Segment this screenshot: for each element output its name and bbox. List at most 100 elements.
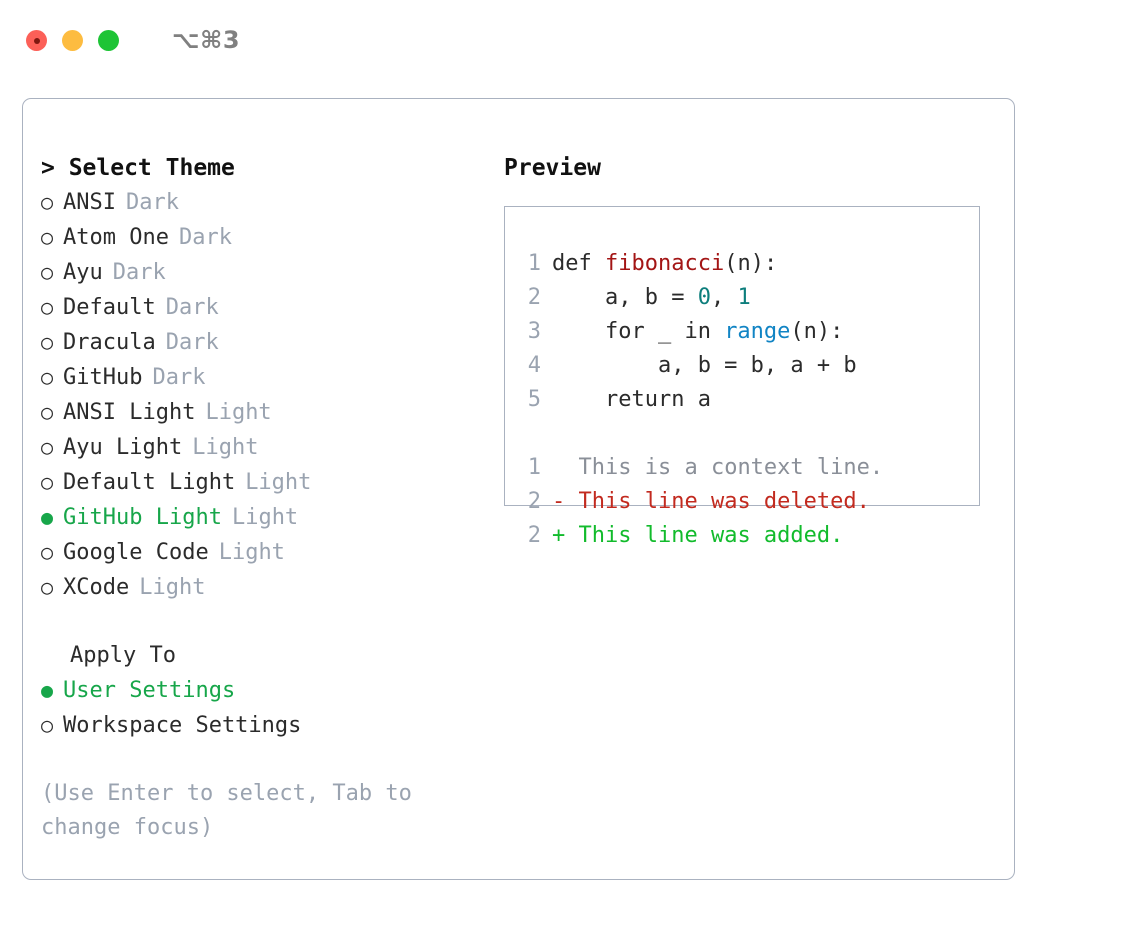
keyboard-hint: (Use Enter to select, Tab to change focu…: [41, 781, 412, 840]
theme-option-label: Atom One: [63, 225, 169, 250]
list-spacer: [41, 605, 481, 639]
minimize-button[interactable]: [62, 30, 83, 51]
zoom-button[interactable]: [98, 30, 119, 51]
theme-option-label: ANSI Light: [63, 400, 196, 425]
code-token-plain: a, b = b, a + b: [552, 353, 857, 378]
code-token-plain: ,: [710, 285, 738, 310]
code-token-plain: a, b =: [552, 285, 698, 310]
diff-line-ctx: 1 This is a context line.: [525, 451, 979, 485]
theme-option-tag: Light: [245, 470, 312, 495]
theme-option-ayu[interactable]: ○ Ayu Dark: [41, 255, 481, 290]
radio-icon: ○: [41, 260, 54, 284]
radio-icon: ○: [41, 540, 54, 564]
theme-option-label: Default Light: [63, 470, 236, 495]
theme-option-tag: Light: [139, 575, 206, 600]
theme-option-label: Ayu Light: [63, 435, 183, 460]
diff-text: This line was added.: [578, 523, 844, 548]
code-token-num: 1: [737, 285, 751, 310]
diff-marker: -: [552, 489, 579, 514]
radio-icon: ○: [41, 190, 54, 214]
theme-option-tag: Light: [192, 435, 259, 460]
line-number: 2: [527, 285, 541, 310]
theme-option-tag: Light: [218, 540, 285, 565]
theme-option-google-code[interactable]: ○ Google Code Light: [41, 535, 481, 570]
theme-option-xcode[interactable]: ○ XCode Light: [41, 570, 481, 605]
code-line: 1 def fibonacci(n):: [525, 247, 979, 281]
theme-option-ansi-light[interactable]: ○ ANSI Light Light: [41, 395, 481, 430]
radio-icon: ○: [41, 365, 54, 389]
code-line: 4 a, b = b, a + b: [525, 349, 979, 383]
code-token-num: 0: [697, 285, 711, 310]
line-number: 4: [527, 353, 541, 378]
theme-option-tag: Dark: [125, 190, 179, 215]
theme-option-tag: Light: [231, 505, 299, 530]
theme-option-ansi[interactable]: ○ ANSI Dark: [41, 185, 481, 220]
window-title: ⌥⌘3: [172, 26, 241, 54]
line-number: 1: [527, 251, 541, 276]
code-token-plain: def: [552, 251, 605, 276]
code-token-plain: (n):: [724, 251, 778, 276]
diff-text: This line was deleted.: [578, 489, 870, 514]
title-bar: ⌥⌘3: [4, 4, 1136, 80]
radio-icon: ○: [41, 295, 54, 319]
theme-option-tag: Dark: [165, 295, 219, 320]
radio-icon: ○: [41, 330, 54, 354]
line-number: 5: [527, 387, 541, 412]
theme-option-tag: Dark: [165, 330, 219, 355]
diff-marker: +: [552, 523, 579, 548]
code-token-call: range: [724, 319, 791, 344]
close-button[interactable]: [26, 30, 47, 51]
apply-to-option-label: User Settings: [63, 678, 236, 703]
window-controls: [26, 30, 119, 51]
code-line: 2 a, b = 0, 1: [525, 281, 979, 315]
line-number: 3: [527, 319, 541, 344]
apply-to-list: ●User Settings○Workspace Settings: [41, 673, 481, 743]
radio-icon: ○: [41, 400, 54, 424]
radio-selected-icon: ●: [41, 505, 54, 529]
code-token-plain: for _ in: [552, 319, 725, 344]
theme-option-label: Default: [63, 295, 156, 320]
theme-option-label: GitHub Light: [63, 505, 222, 530]
theme-option-label: Dracula: [63, 330, 156, 355]
apply-to-option-workspace-settings[interactable]: ○Workspace Settings: [41, 708, 481, 743]
preview-gap: [525, 417, 979, 451]
theme-option-label: Ayu: [63, 260, 103, 285]
diff-line-number: 1: [527, 455, 541, 480]
theme-option-label: XCode: [63, 575, 130, 600]
theme-option-dracula[interactable]: ○ Dracula Dark: [41, 325, 481, 360]
radio-icon: ○: [41, 713, 54, 737]
radio-icon: ○: [41, 225, 54, 249]
diff-line-add: 2 + This line was added.: [525, 519, 979, 553]
apply-to-option-user-settings[interactable]: ●User Settings: [41, 673, 481, 708]
theme-option-tag: Light: [205, 400, 272, 425]
theme-option-label: ANSI: [63, 190, 116, 215]
select-theme-heading: > Select Theme: [41, 155, 235, 181]
diff-marker: [552, 455, 579, 480]
radio-icon: ○: [41, 435, 54, 459]
preview-heading: Preview: [504, 155, 601, 181]
code-token-fn: fibonacci: [604, 251, 725, 276]
theme-option-default[interactable]: ○ Default Dark: [41, 290, 481, 325]
theme-option-github-light[interactable]: ● GitHub Light Light: [41, 500, 481, 535]
diff-text: This is a context line.: [578, 455, 884, 480]
theme-option-tag: Dark: [112, 260, 166, 285]
code-line: 3 for _ in range(n):: [525, 315, 979, 349]
radio-icon: ○: [41, 575, 54, 599]
diff-line-number: 2: [527, 523, 541, 548]
theme-option-label: Google Code: [63, 540, 209, 565]
code-line: 5 return a: [525, 383, 979, 417]
diff-sample: 1 This is a context line.2- This line wa…: [525, 451, 979, 553]
code-token-plain: (n):: [790, 319, 844, 344]
diff-line-del: 2- This line was deleted.: [525, 485, 979, 519]
theme-option-ayu-light[interactable]: ○ Ayu Light Light: [41, 430, 481, 465]
